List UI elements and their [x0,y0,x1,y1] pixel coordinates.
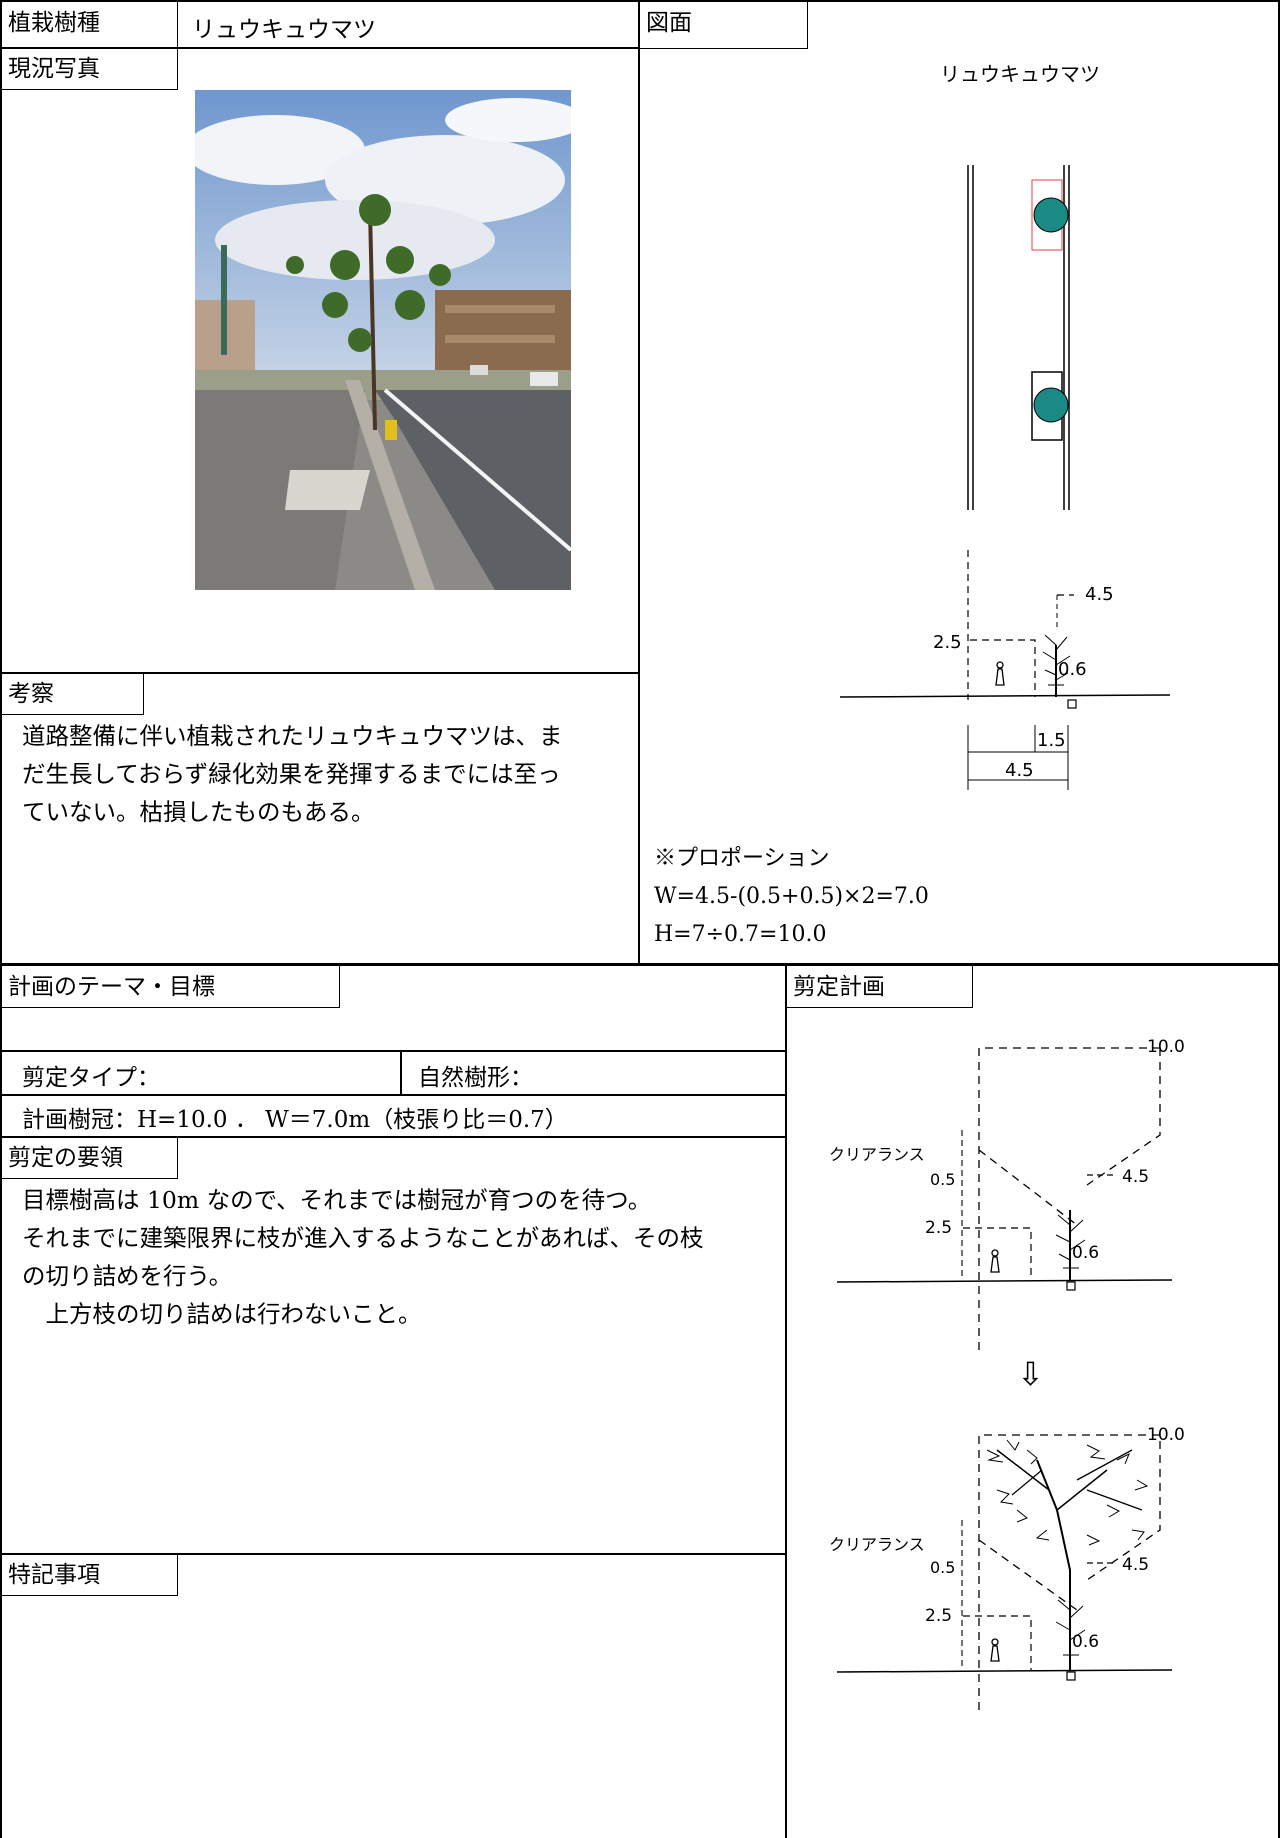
divider-lower [785,964,787,1838]
dim-clearance: 2.5 [933,632,962,653]
dim-crown-height: 4.5 [1085,584,1114,605]
method-line: の切り詰めを行う。 [22,1262,233,1290]
species-value: リュウキュウマツ [192,17,376,43]
crown-plan: 計画樹冠：H=10.0 ． W＝7.0m（枝張り比＝0.7） [22,1107,568,1133]
discussion-text: 道路整備に伴い植栽されたリュウキュウマツは、ま だ生長しておらず緑化効果を発揮す… [22,717,563,831]
site-photo-image [195,90,571,590]
prune-diagram-after [836,1434,1173,1710]
prune-crown-base: 4.5 [1122,1167,1149,1187]
proportion-h: H=7÷0.7=10.0 [654,922,827,947]
method-bottom-rule [0,1553,785,1555]
discussion-line: だ生長しておらず緑化効果を発揮するまでには至っ [22,760,561,788]
section-divider [0,963,1280,966]
border-right [1278,0,1280,1838]
section-view [839,550,1171,790]
photo-label: 現況写真 [2,48,178,90]
prune-crown-base-after: 4.5 [1122,1555,1149,1575]
crown-bottom-rule [0,1136,785,1138]
plan-view [967,165,1070,510]
prune-plan-drawing: 10.0 4.5 クリアランス 0.5 2.5 0.6 ⇩ 10.0 4.5 ク… [829,1037,1185,1710]
method-label: 剪定の要領 [2,1137,178,1179]
border-top [0,0,1280,2]
species-label: 植栽樹種 [2,2,178,48]
divider-upper [638,0,640,964]
drawing-label: 図面 [640,2,808,49]
prune-trunk: 0.6 [1072,1243,1099,1263]
person-figure [995,661,1005,686]
prune-limit-height-after: 2.5 [925,1606,952,1626]
photo-bottom-rule [0,672,638,674]
prune-trunk-after: 0.6 [1072,1632,1099,1652]
natural-form-label: 自然樹形： [418,1065,533,1091]
prune-diagram-before [836,1047,1173,1350]
dim-sidewalk: 4.5 [1005,760,1034,781]
prune-plan-label: 剪定計画 [787,966,973,1008]
type-bottom-rule [0,1094,785,1096]
discussion-label: 考察 [2,673,144,715]
dim-bed: 1.5 [1037,730,1066,751]
prune-clearance-label-after: クリアランス [829,1535,925,1554]
discussion-line: ていない。枯損したものもある。 [22,798,375,826]
method-text: 目標樹高は 10m なので、それまでは樹冠が育つのを待つ。 それまでに建築限界に… [22,1181,704,1333]
tree-symbol [1033,197,1069,233]
type-split [400,1051,402,1094]
theme-bottom-rule [0,1050,785,1052]
dim-trunk: 0.6 [1058,659,1087,680]
notes-label: 特記事項 [2,1554,178,1596]
discussion-line: 道路整備に伴い植栽されたリュウキュウマツは、ま [22,722,563,750]
plan-section-drawing: 4.5 2.5 0.6 1.5 4.5 [839,165,1171,790]
theme-label: 計画のテーマ・目標 [2,966,340,1008]
drawing-title: リュウキュウマツ [940,62,1100,86]
method-line: 上方枝の切り詰めは行わないこと。 [22,1300,422,1328]
proportion-block: ※プロポーション W=4.5-(0.5+0.5)×2=7.0 H=7÷0.7=1… [654,840,929,954]
tree-symbol [1033,387,1069,423]
prune-clearance-label: クリアランス [829,1145,925,1164]
prune-top-height: 10.0 [1147,1037,1185,1057]
border-left [0,0,2,1838]
method-line: 目標樹高は 10m なので、それまでは樹冠が育つのを待つ。 [22,1186,652,1214]
header-rule [0,47,638,49]
down-arrow-icon: ⇩ [1017,1355,1044,1393]
prune-clearance-value-after: 0.5 [930,1558,955,1577]
method-line: それまでに建築限界に枝が進入するようなことがあれば、その枝 [22,1224,704,1252]
prune-top-height-after: 10.0 [1147,1425,1185,1445]
prune-type-label: 剪定タイプ： [22,1065,160,1091]
site-photo [195,90,571,590]
prune-clearance-value: 0.5 [930,1170,955,1189]
proportion-title: ※プロポーション [654,846,830,871]
prune-limit-height: 2.5 [925,1218,952,1238]
proportion-w: W=4.5-(0.5+0.5)×2=7.0 [654,884,929,909]
